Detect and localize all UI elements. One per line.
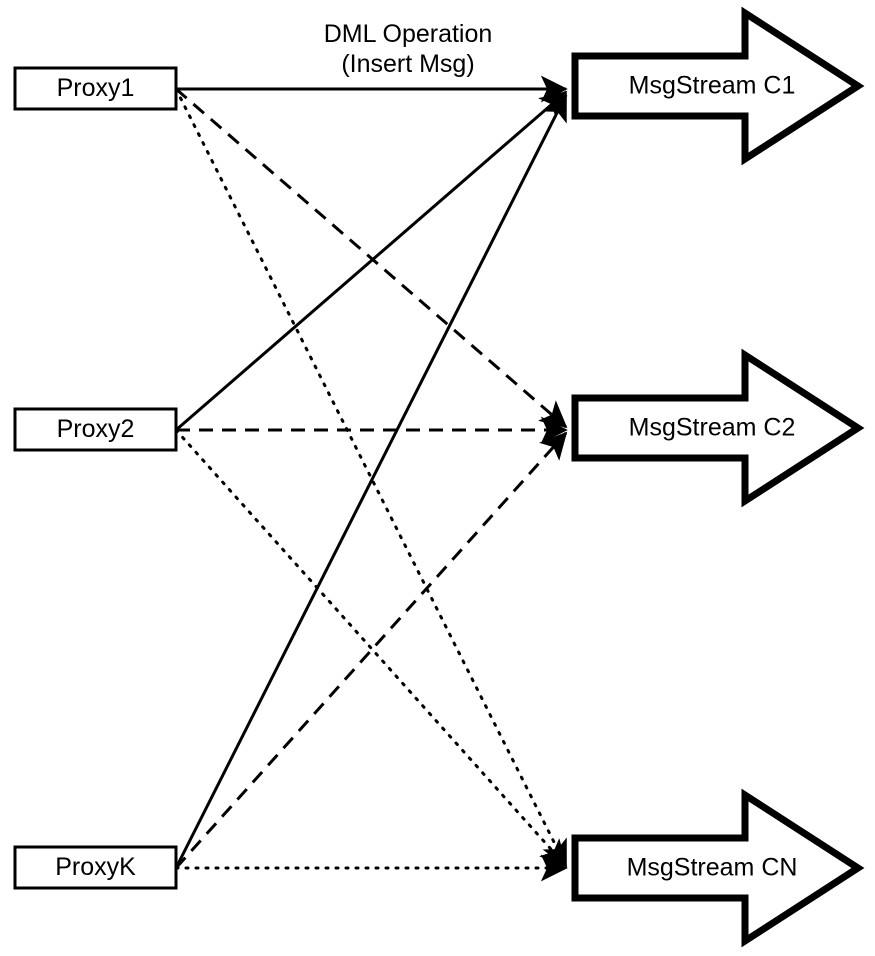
proxy-node-proxyk[interactable]: ProxyK (13, 845, 178, 890)
edge-proxyk-to-c2 (174, 431, 568, 870)
annotations-layer: DML Operation(Insert Msg) (324, 20, 493, 78)
edges-layer (174, 75, 568, 882)
proxy-label: Proxy2 (57, 415, 135, 443)
annotation-line-2: (Insert Msg) (341, 50, 474, 78)
msgstream-label: MsgStream C2 (629, 414, 796, 442)
block-arrow-shape (571, 788, 865, 948)
proxy-node-proxy1[interactable]: Proxy1 (13, 66, 178, 111)
edge-proxyk-to-c1 (174, 93, 568, 869)
proxy-box (13, 66, 178, 111)
proxy-box (13, 407, 178, 452)
block-arrow-shape (571, 6, 865, 166)
proxy-box (13, 845, 178, 890)
proxy-label: Proxy1 (57, 74, 135, 102)
msgstream-node-msgstream-c2[interactable]: MsgStream C2 (571, 348, 865, 508)
msgstream-label: MsgStream CN (627, 854, 798, 882)
edge-proxy1-to-c2 (175, 87, 568, 429)
proxy-label: ProxyK (55, 853, 136, 881)
annotation-dml-operation: DML Operation(Insert Msg) (324, 20, 493, 78)
edge-proxy2-to-c1 (175, 90, 568, 432)
edge-proxy2-to-cn (174, 428, 568, 868)
msgstream-node-msgstream-cn[interactable]: MsgStream CN (571, 788, 865, 948)
msgstream-label: MsgStream C1 (629, 72, 796, 100)
msgstream-node-msgstream-c1[interactable]: MsgStream C1 (571, 6, 865, 166)
block-arrow-shape (571, 348, 865, 508)
msgstream-layer: MsgStream C1 MsgStream C2 MsgStream CN (571, 6, 865, 948)
proxy-node-proxy2[interactable]: Proxy2 (13, 407, 178, 452)
annotation-line-1: DML Operation (324, 20, 493, 48)
